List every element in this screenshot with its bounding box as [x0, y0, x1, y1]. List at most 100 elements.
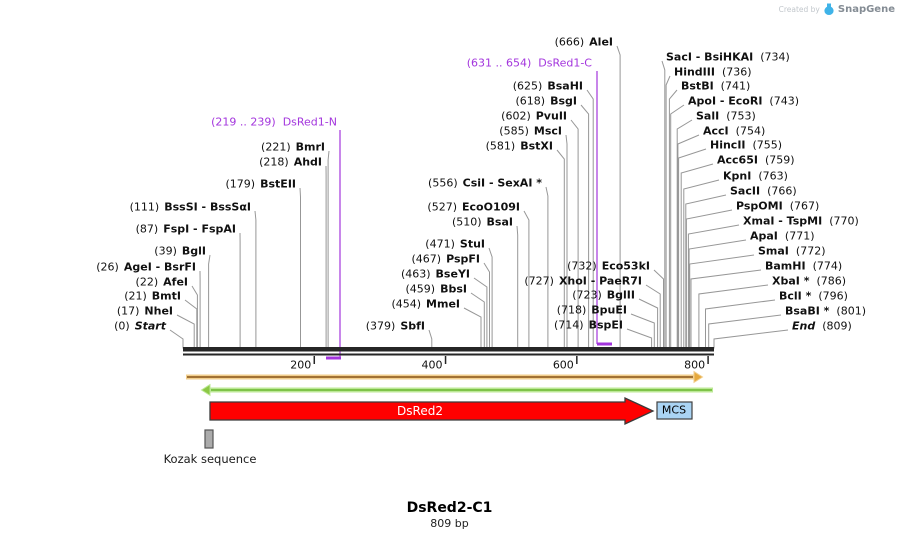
- enzyme-label-MmeI[interactable]: (454)MmeI: [391, 298, 460, 311]
- callout-line-BglII: [638, 298, 659, 349]
- enzyme-label-AccI[interactable]: AccI(754): [703, 125, 765, 138]
- enzyme-label-HindIII[interactable]: HindIII (736): [674, 66, 752, 79]
- enzyme-label-Acc65I[interactable]: Acc65I(759): [717, 154, 795, 167]
- feature-label-dsred2[interactable]: DsRed2: [397, 404, 443, 418]
- enzyme-position: (179): [225, 177, 256, 191]
- callout-line-BsaI: [516, 225, 519, 349]
- enzyme-name: SalI: [696, 109, 720, 123]
- enzyme-label-BstXI[interactable]: (581)BstXI: [486, 140, 553, 153]
- callout-line-BclI: [705, 299, 776, 349]
- enzyme-label-AleI[interactable]: (666)AleI: [555, 36, 613, 49]
- enzyme-label-BglII[interactable]: (723)BglII: [572, 289, 635, 302]
- enzyme-label-AfeI[interactable]: (22) AfeI: [136, 276, 188, 289]
- enzyme-label-XmaITspMI[interactable]: XmaI - TspMI(770): [743, 215, 859, 228]
- enzyme-label-BssSIBssSI[interactable]: (111)BssSI - BssSαI: [130, 201, 251, 214]
- enzyme-label-PspOMI[interactable]: PspOMI(767): [736, 200, 819, 213]
- enzyme-label-SmaI[interactable]: SmaI(772): [758, 245, 826, 258]
- enzyme-position: (471): [425, 237, 455, 251]
- enzyme-label-BpuEI[interactable]: (718)BpuEI: [557, 304, 627, 317]
- enzyme-name: AccI: [703, 124, 729, 138]
- enzyme-position: (774): [812, 259, 843, 273]
- enzyme-label-SalI[interactable]: SalI(753): [696, 110, 756, 123]
- enzyme-label-BglI[interactable]: (39)BglI: [154, 245, 206, 258]
- enzyme-label-CsiISexAI[interactable]: (556)CsiI - SexAI *: [428, 177, 542, 190]
- enzyme-label-XbaI[interactable]: XbaI *(786): [772, 275, 846, 288]
- callout-line-BsaBI: [708, 314, 782, 349]
- enzyme-position: (22): [135, 275, 159, 289]
- feature-label-kozak[interactable]: Kozak sequence: [163, 452, 257, 466]
- enzyme-label-AgeIBsrFI[interactable]: (26)AgeI - BsrFI: [96, 261, 196, 274]
- enzyme-label-KpnI[interactable]: KpnI(763): [723, 170, 788, 183]
- enzyme-label-BsaI[interactable]: (510)BsaI: [452, 216, 513, 229]
- enzyme-position: (718): [556, 303, 587, 317]
- enzyme-label-StuI[interactable]: (471)StuI: [425, 238, 485, 251]
- enzyme-label-Start[interactable]: (0)Start: [114, 320, 166, 333]
- enzyme-position: (734): [760, 50, 790, 64]
- callout-line-BmtI: [184, 299, 198, 349]
- enzyme-label-EcoO109I[interactable]: (527)EcoO109I: [427, 201, 520, 214]
- callout-line-SmaI: [689, 254, 755, 349]
- feature-label-mcs[interactable]: MCS: [661, 403, 687, 417]
- enzyme-label-MscI[interactable]: (585)MscI: [499, 125, 562, 138]
- enzyme-name: BsaHI: [547, 79, 583, 93]
- enzyme-label-BspEI[interactable]: (714)BspEI: [554, 319, 623, 332]
- enzyme-label-BseYI[interactable]: (463)BseYI: [401, 268, 470, 281]
- enzyme-label-BstEII[interactable]: (179)BstEII: [226, 178, 296, 191]
- enzyme-position: (786): [816, 274, 847, 288]
- callout-line-SacIBsiHKAI: [661, 60, 666, 349]
- enzyme-position: (796): [818, 289, 848, 303]
- enzyme-name: BsgI: [550, 94, 577, 108]
- enzyme-label-End[interactable]: End(809): [792, 320, 852, 333]
- enzyme-label-BamHI[interactable]: BamHI(774): [765, 260, 842, 273]
- enzyme-label-SbfI[interactable]: (379)SbfI: [366, 320, 425, 333]
- enzyme-label-BsaBI[interactable]: BsaBI *(801): [785, 305, 866, 318]
- enzyme-name: BsaI: [486, 215, 513, 229]
- enzyme-name: CsiI - SexAI *: [462, 176, 542, 190]
- enzyme-name: BsaBI *: [785, 304, 830, 318]
- enzyme-label-BmtI[interactable]: (21)BmtI: [124, 290, 181, 303]
- enzyme-name: AfeI: [163, 275, 188, 289]
- callout-line-BstBI: [668, 89, 678, 349]
- enzyme-position: (736): [721, 65, 752, 79]
- enzyme-label-ApaI[interactable]: ApaI(771): [750, 230, 815, 243]
- enzyme-label-BsaHI[interactable]: (625)BsaHI: [513, 80, 583, 93]
- enzyme-label-NheI[interactable]: (17)NheI: [117, 305, 173, 318]
- callout-line-AleI: [616, 45, 621, 349]
- feature-dsred2-arrow[interactable]: [209, 396, 655, 426]
- enzyme-label-BstBI[interactable]: BstBI (741): [681, 80, 750, 93]
- enzyme-name: BstBI: [681, 79, 714, 93]
- enzyme-label-BmrI[interactable]: (221)BmrI: [261, 141, 325, 154]
- enzyme-position: (741): [720, 79, 751, 93]
- primer-label-dsred1c[interactable]: (631 .. 654) DsRed1-C: [466, 56, 592, 70]
- enzyme-position: (581): [485, 139, 516, 153]
- enzyme-label-BsgI[interactable]: (618)BsgI: [516, 95, 578, 108]
- feature-mcs-box[interactable]: [656, 401, 693, 420]
- callout-line-Eco53kI: [653, 269, 664, 349]
- enzyme-label-SacIBsiHKAI[interactable]: SacI - BsiHKAI(734): [666, 51, 790, 64]
- enzyme-label-PspFI[interactable]: (467)PspFI: [412, 253, 481, 266]
- enzyme-label-ApoIEcoRI[interactable]: ApoI - EcoRI(743): [688, 95, 799, 108]
- ruler-tick-label-200: 200: [290, 358, 312, 372]
- callout-line-BspEI: [626, 328, 653, 349]
- primer-label-dsred1n[interactable]: (219 .. 239) DsRed1-N: [211, 115, 337, 129]
- enzyme-label-PvuII[interactable]: (602)PvuII: [501, 110, 567, 123]
- enzyme-position: (723): [572, 288, 602, 302]
- enzyme-position: (454): [391, 297, 422, 311]
- callout-line-MmeI: [463, 307, 482, 349]
- enzyme-position: (809): [822, 319, 852, 333]
- enzyme-name: NheI: [144, 304, 173, 318]
- enzyme-label-FspIFspAI[interactable]: (87)FspI - FspAI: [136, 223, 236, 236]
- enzyme-label-BclI[interactable]: BclI *(796): [779, 290, 848, 303]
- enzyme-name: HindIII: [674, 65, 715, 79]
- enzyme-name: PspOMI: [736, 199, 783, 213]
- enzyme-label-SacII[interactable]: SacII(766): [730, 185, 797, 198]
- enzyme-label-BbsI[interactable]: (459)BbsI: [406, 283, 468, 296]
- enzyme-label-AhdI[interactable]: (218)AhdI: [259, 156, 322, 169]
- feature-kozak-box[interactable]: [204, 429, 214, 449]
- snapgene-logo-icon: [824, 3, 834, 15]
- enzyme-label-Eco53kI[interactable]: (732)Eco53kI: [567, 260, 650, 273]
- enzyme-label-HincII[interactable]: HincII(755): [710, 139, 782, 152]
- enzyme-label-XhoIPaeR7I[interactable]: (727)XhoI - PaeR7I: [524, 275, 642, 288]
